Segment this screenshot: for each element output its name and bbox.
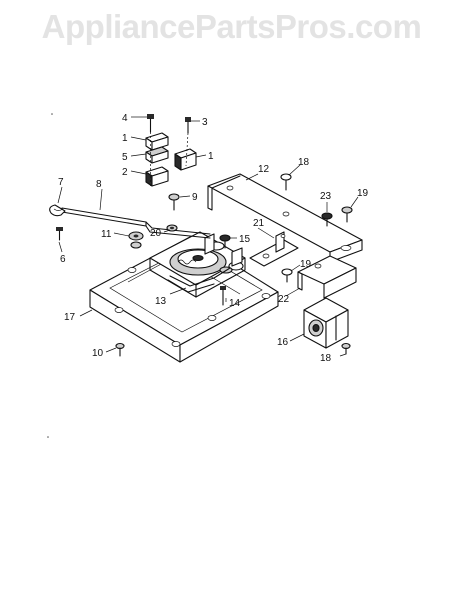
part-label-11: 11: [101, 229, 112, 240]
part-label-23: 23: [320, 191, 332, 202]
part-label-18-lower: 18: [320, 353, 332, 364]
part-label-21: 21: [253, 218, 265, 229]
part-label-1-left: 1: [122, 133, 128, 144]
part-label-8: 8: [96, 179, 102, 190]
washer-11: [128, 231, 144, 249]
bracket-12: [207, 173, 363, 263]
part-label-19-upper: 19: [357, 188, 369, 199]
part-label-1-right: 1: [208, 151, 214, 162]
part-label-18-upper: 18: [298, 157, 310, 168]
bracket-21: [249, 231, 299, 267]
part-label-5: 5: [122, 152, 128, 163]
part-label-6: 6: [60, 254, 66, 265]
motor-16: [303, 297, 349, 349]
part-label-3: 3: [202, 117, 208, 128]
rod-assembly: [49, 204, 211, 239]
screw-19-lower: [281, 268, 293, 283]
screw-9: [168, 193, 180, 211]
part-label-20: 20: [150, 228, 162, 239]
part-label-2: 2: [122, 167, 128, 178]
part-labels: 4 3 1 1 5 2 7 8 9 6 11 20 12 18 23 19 21…: [58, 113, 369, 364]
part-label-14: 14: [229, 298, 241, 309]
watermark-logo: AppliancePartsPros.com: [41, 8, 422, 45]
part-label-12: 12: [258, 164, 270, 175]
nut-23: [321, 212, 333, 227]
part-label-19-lower: 19: [300, 259, 312, 270]
part-label-22: 22: [278, 294, 290, 305]
part-label-9: 9: [192, 192, 198, 203]
part-label-4: 4: [122, 113, 128, 124]
screw-10: [115, 342, 125, 357]
part-label-17: 17: [64, 312, 76, 323]
cam-mechanism: [149, 231, 246, 298]
part-label-10: 10: [92, 348, 104, 359]
screw-19-upper: [341, 206, 353, 223]
screw-18-upper: [280, 173, 292, 191]
leader-lines: [57, 116, 359, 357]
part-label-15: 15: [239, 234, 251, 245]
switch-assembly: [145, 114, 197, 187]
screw-6: [56, 227, 63, 241]
screw-14: [220, 286, 226, 306]
screw-18-lower: [341, 342, 351, 355]
bracket-22: [297, 255, 357, 299]
part-label-16: 16: [277, 337, 289, 348]
part-label-7: 7: [58, 177, 64, 188]
nut-20: [166, 224, 178, 232]
part-label-13: 13: [155, 296, 167, 307]
